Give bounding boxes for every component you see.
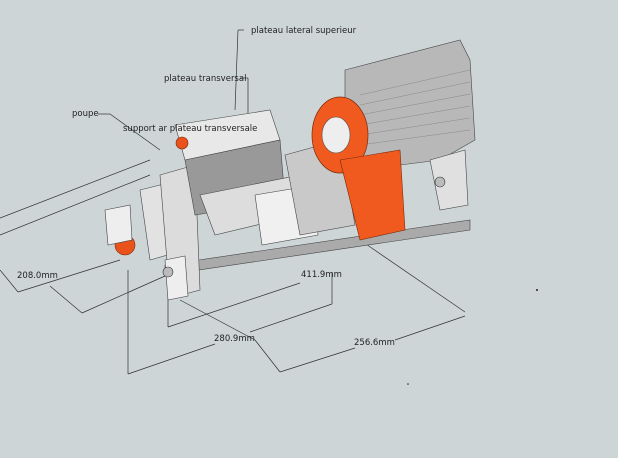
label-support-ar: support ar plateau transversale	[123, 124, 258, 134]
lathe-model[interactable]	[104, 39, 476, 301]
motor-mount	[339, 149, 406, 241]
label-poupe: poupe	[72, 109, 99, 119]
dimension-208: 208.0mm	[17, 271, 58, 281]
label-plateau-transversal: plateau transversal	[164, 74, 247, 84]
label-plateau-lateral-superieur: plateau lateral superieur	[251, 26, 357, 36]
dimension-lines	[0, 29, 466, 375]
dimension-256: 256.6mm	[354, 338, 395, 348]
dimension-280: 280.9mm	[214, 334, 255, 344]
dimension-411: 411.9mm	[301, 270, 342, 280]
